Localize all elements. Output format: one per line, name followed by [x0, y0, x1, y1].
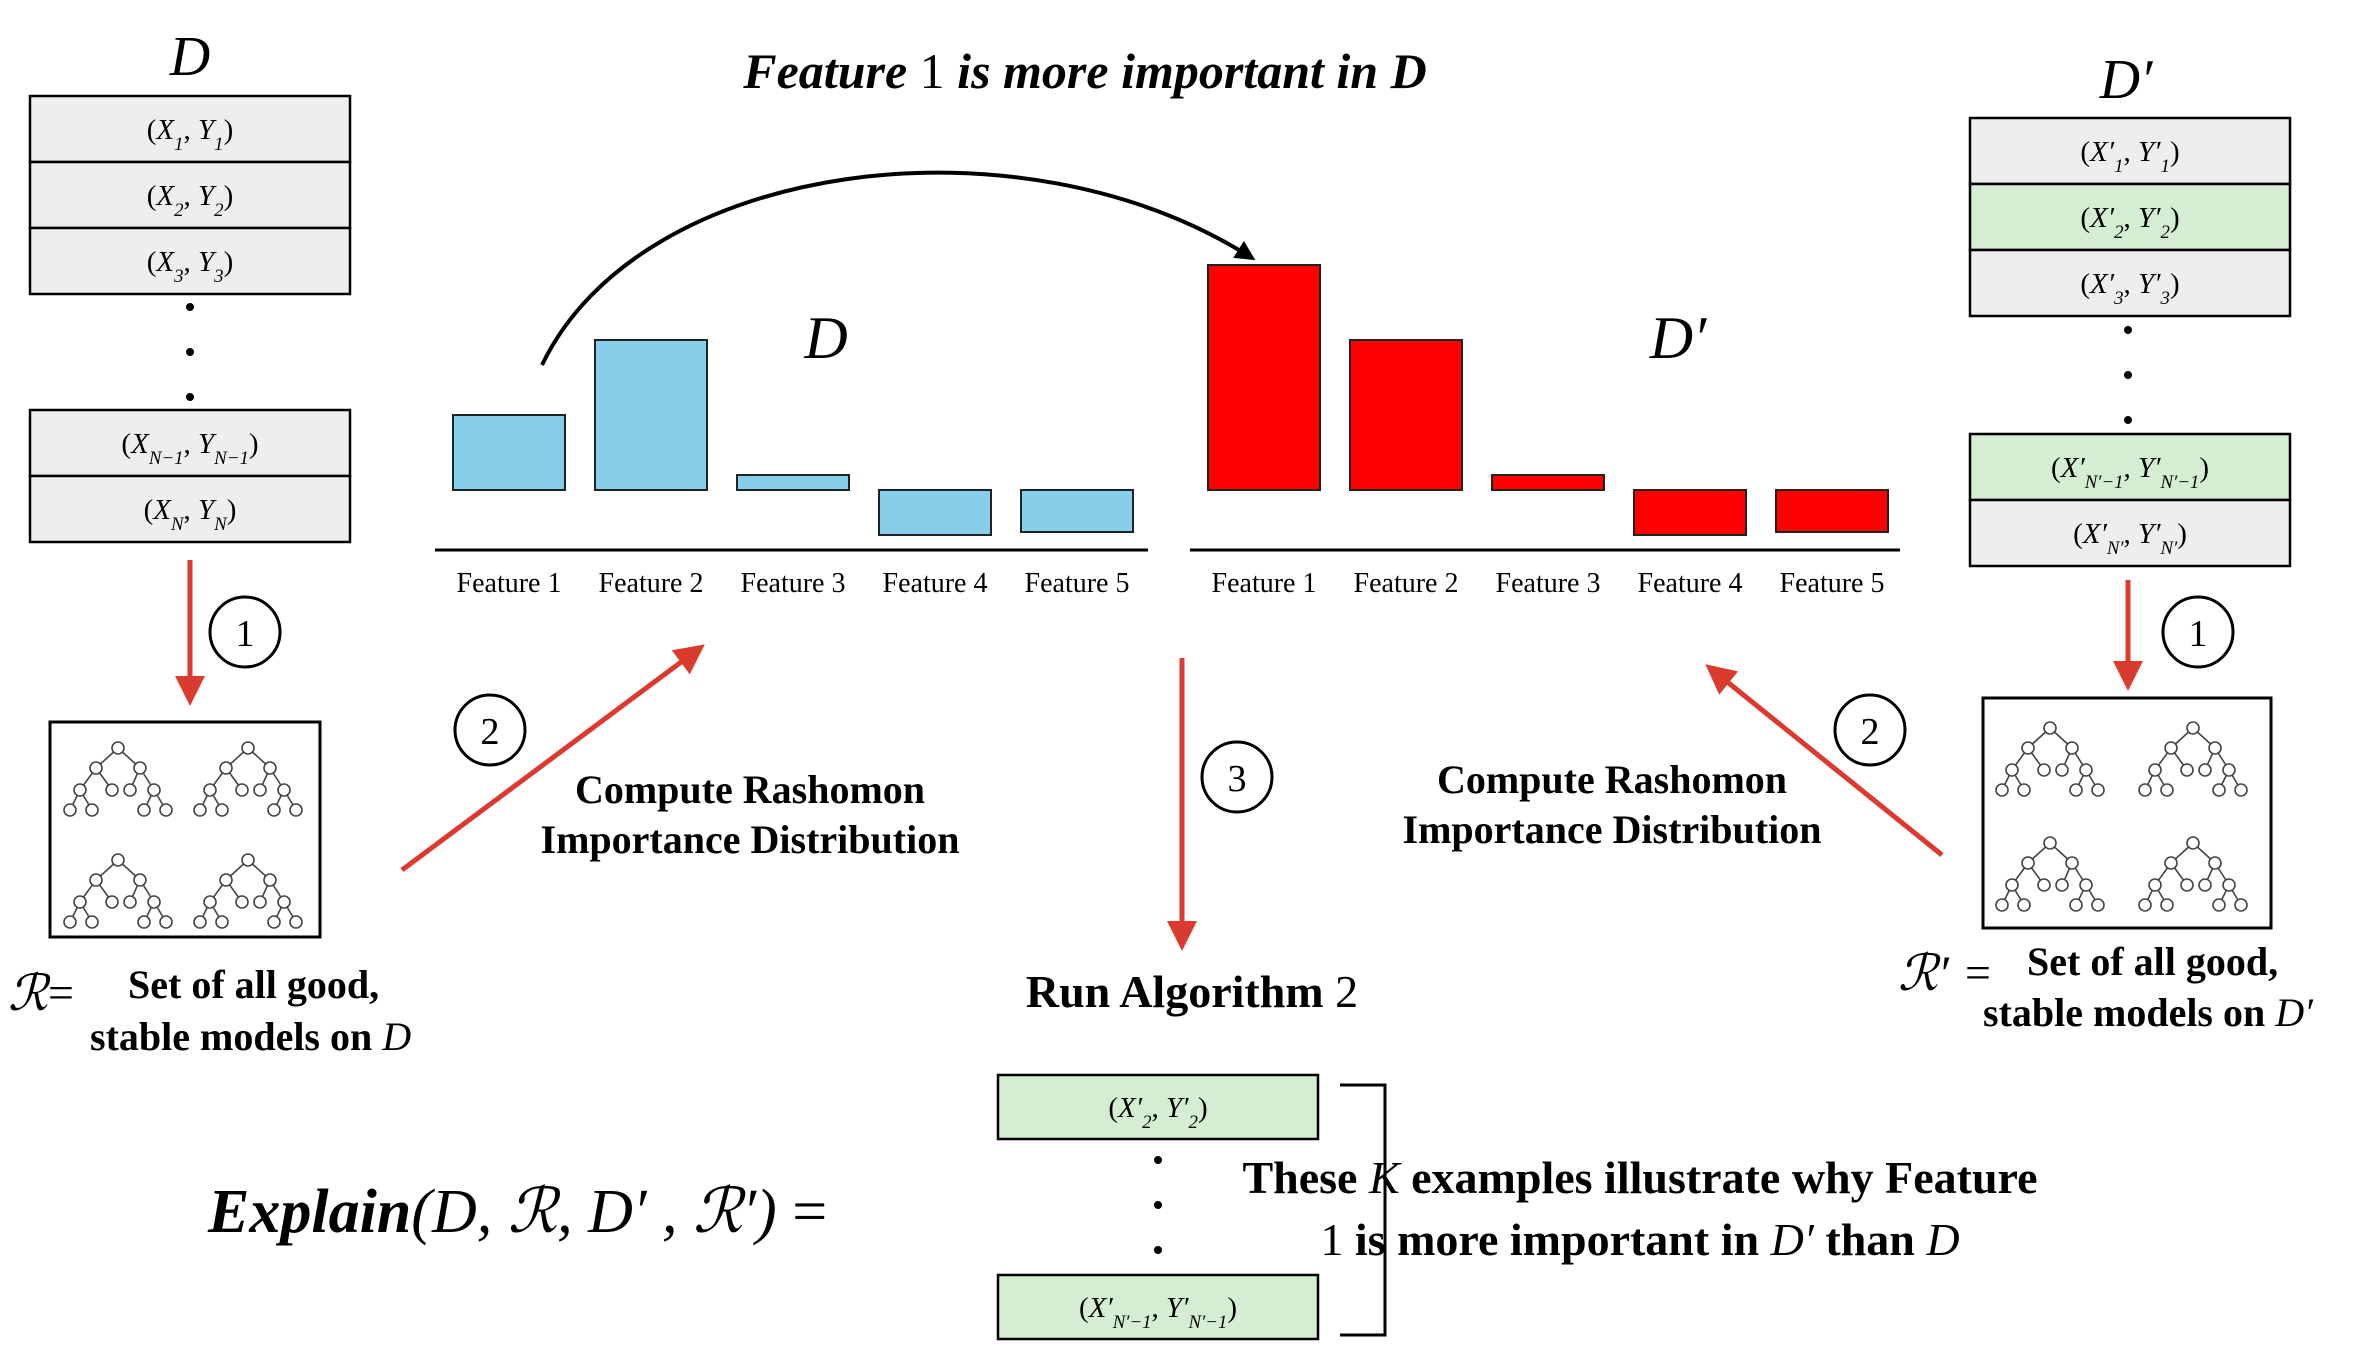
title-dataset: D — [1390, 43, 1427, 99]
selection-bracket — [1340, 1083, 1387, 1337]
explain-formula: Explain(D, ℛ, D′ , ℛ′) = — [207, 1178, 827, 1246]
step1-right-badge — [2161, 595, 2235, 669]
chart-left: Feature 1 Feature 2 Feature 3 Feature 4 Feat… — [435, 305, 1148, 599]
step2-left-arrow — [400, 644, 705, 873]
dataset-right-label: D′ — [2099, 49, 2153, 111]
chart-bar — [1633, 489, 1747, 536]
chart-bar — [1491, 474, 1605, 491]
dataset-row — [1968, 182, 2292, 252]
step2-right-number: 2 — [1861, 711, 1880, 753]
dataset-row — [28, 160, 352, 230]
r-equals: = — [48, 967, 74, 1018]
run-algorithm-label: Run Algorithm 2 — [1026, 966, 1358, 1017]
chart-bar — [736, 474, 850, 491]
importance-curve-arrow — [540, 170, 1256, 366]
chart-tick-label: Feature 1 — [1212, 568, 1317, 599]
dataset-row — [28, 474, 352, 544]
dataset-row — [1968, 248, 2292, 318]
dataset-row — [28, 408, 352, 478]
rashomon-set-left — [48, 720, 322, 939]
selected-examples-table: (X′2, Y′2) (X′N′−1, Y′N′−1) — [996, 1073, 1320, 1341]
conclusion-line1: These K examples illustrate why Feature — [1242, 1152, 2037, 1203]
compute-right-line2: Importance Distribution — [1403, 807, 1822, 852]
compute-left-line2: Importance Distribution — [541, 817, 960, 862]
dataset-row-tuple: (X′N′, Y′N′) — [2073, 518, 2187, 559]
chart-left-title: D — [803, 305, 847, 371]
dataset-row — [1968, 498, 2292, 568]
chart-bar — [878, 489, 992, 536]
r-def-line1: Set of all good, — [128, 962, 379, 1007]
step3-number: 3 — [1228, 758, 1247, 800]
dataset-row-tuple: (X3, Y3) — [147, 246, 234, 287]
dataset-row-tuple: (X′N′−1, Y′N′−1) — [2051, 452, 2209, 493]
step2-left-number: 2 — [481, 711, 500, 753]
step2-right-badge — [1833, 693, 1907, 767]
r-prime-def-line2: stable models on D′ — [1983, 990, 2314, 1035]
chart-bar — [1349, 339, 1463, 491]
chart-tick-label: Feature 4 — [883, 568, 988, 599]
chart-tick-label: Feature 3 — [1496, 568, 1601, 599]
selected-row-tuple: (X′N′−1, Y′N′−1) — [1079, 1292, 1237, 1333]
chart-bar — [452, 414, 566, 491]
chart-bar — [1775, 489, 1889, 533]
selected-row — [996, 1273, 1320, 1341]
dataset-left-table: (X1, Y1) (X2, Y2) (X3, Y3) (XN−1, YN−1) (XN,… — [28, 94, 352, 544]
dataset-row-tuple: (X2, Y2) — [147, 180, 234, 221]
dataset-left-label: D — [169, 26, 210, 88]
rashomon-set-right — [1981, 696, 2273, 930]
dataset-row — [28, 94, 352, 164]
chart-right: Feature 1 Feature 2 Feature 3 Feature 4 Feat… — [1190, 264, 1900, 599]
title-middle: is more important in — [957, 43, 1378, 99]
chart-tick-label: Feature 4 — [1638, 568, 1743, 599]
chart-tick-label: Feature 5 — [1025, 568, 1130, 599]
compute-right-line1: Compute Rashomon — [1437, 757, 1787, 802]
r-prime-def-line1: Set of all good, — [2027, 939, 2278, 984]
dataset-row-tuple: (X1, Y1) — [147, 114, 234, 155]
step3-badge — [1200, 740, 1274, 814]
chart-tick-label: Feature 3 — [741, 568, 846, 599]
r-symbol: ℛ — [8, 965, 51, 1021]
r-prime-symbol: ℛ′ — [1898, 945, 1950, 1001]
dataset-row-tuple: (X′2, Y′2) — [2080, 202, 2179, 243]
chart-tick-label: Feature 2 — [599, 568, 704, 599]
conclusion-line2: 1 is more important in D′ than D — [1320, 1214, 1959, 1265]
chart-bar — [594, 339, 708, 491]
selected-row — [996, 1073, 1320, 1141]
dataset-left-ellipsis — [186, 303, 194, 401]
chart-bar — [1020, 489, 1134, 533]
selected-row-tuple: (X′2, Y′2) — [1108, 1092, 1207, 1133]
chart-tick-label: Feature 5 — [1780, 568, 1885, 599]
dataset-row — [28, 226, 352, 296]
chart-right-title: D′ — [1649, 305, 1707, 371]
compute-left-line1: Compute Rashomon — [575, 767, 925, 812]
chart-tick-label: Feature 2 — [1354, 568, 1459, 599]
title-prefix: Feature — [742, 43, 907, 99]
title-number: 1 — [920, 43, 945, 99]
dataset-right-ellipsis — [2124, 326, 2132, 424]
dataset-row — [1968, 432, 2292, 502]
dataset-row-tuple: (XN−1, YN−1) — [121, 428, 258, 469]
dataset-row — [1968, 116, 2292, 186]
step2-left-badge — [453, 693, 527, 767]
dataset-row-tuple: (X′3, Y′3) — [2080, 268, 2179, 309]
step1-left-badge — [208, 595, 282, 669]
r-prime-equals: = — [1965, 947, 1991, 998]
dataset-row-tuple: (XN, YN) — [144, 494, 237, 535]
selected-ellipsis — [1154, 1156, 1162, 1254]
chart-tick-label: Feature 1 — [457, 568, 562, 599]
step1-right-number: 1 — [2189, 613, 2208, 655]
step1-left-number: 1 — [236, 613, 255, 655]
step2-right-arrow — [1705, 664, 1944, 857]
dataset-right-table: (X′1, Y′1) (X′2, Y′2) (X′3, Y′3) (X′N′−1, Y… — [1968, 116, 2292, 568]
r-def-line2: stable models on D — [90, 1014, 411, 1059]
chart-bar — [1207, 264, 1321, 491]
dataset-row-tuple: (X′1, Y′1) — [2080, 136, 2179, 177]
diagram-title: Feature 1 is more important in D — [742, 43, 1426, 99]
